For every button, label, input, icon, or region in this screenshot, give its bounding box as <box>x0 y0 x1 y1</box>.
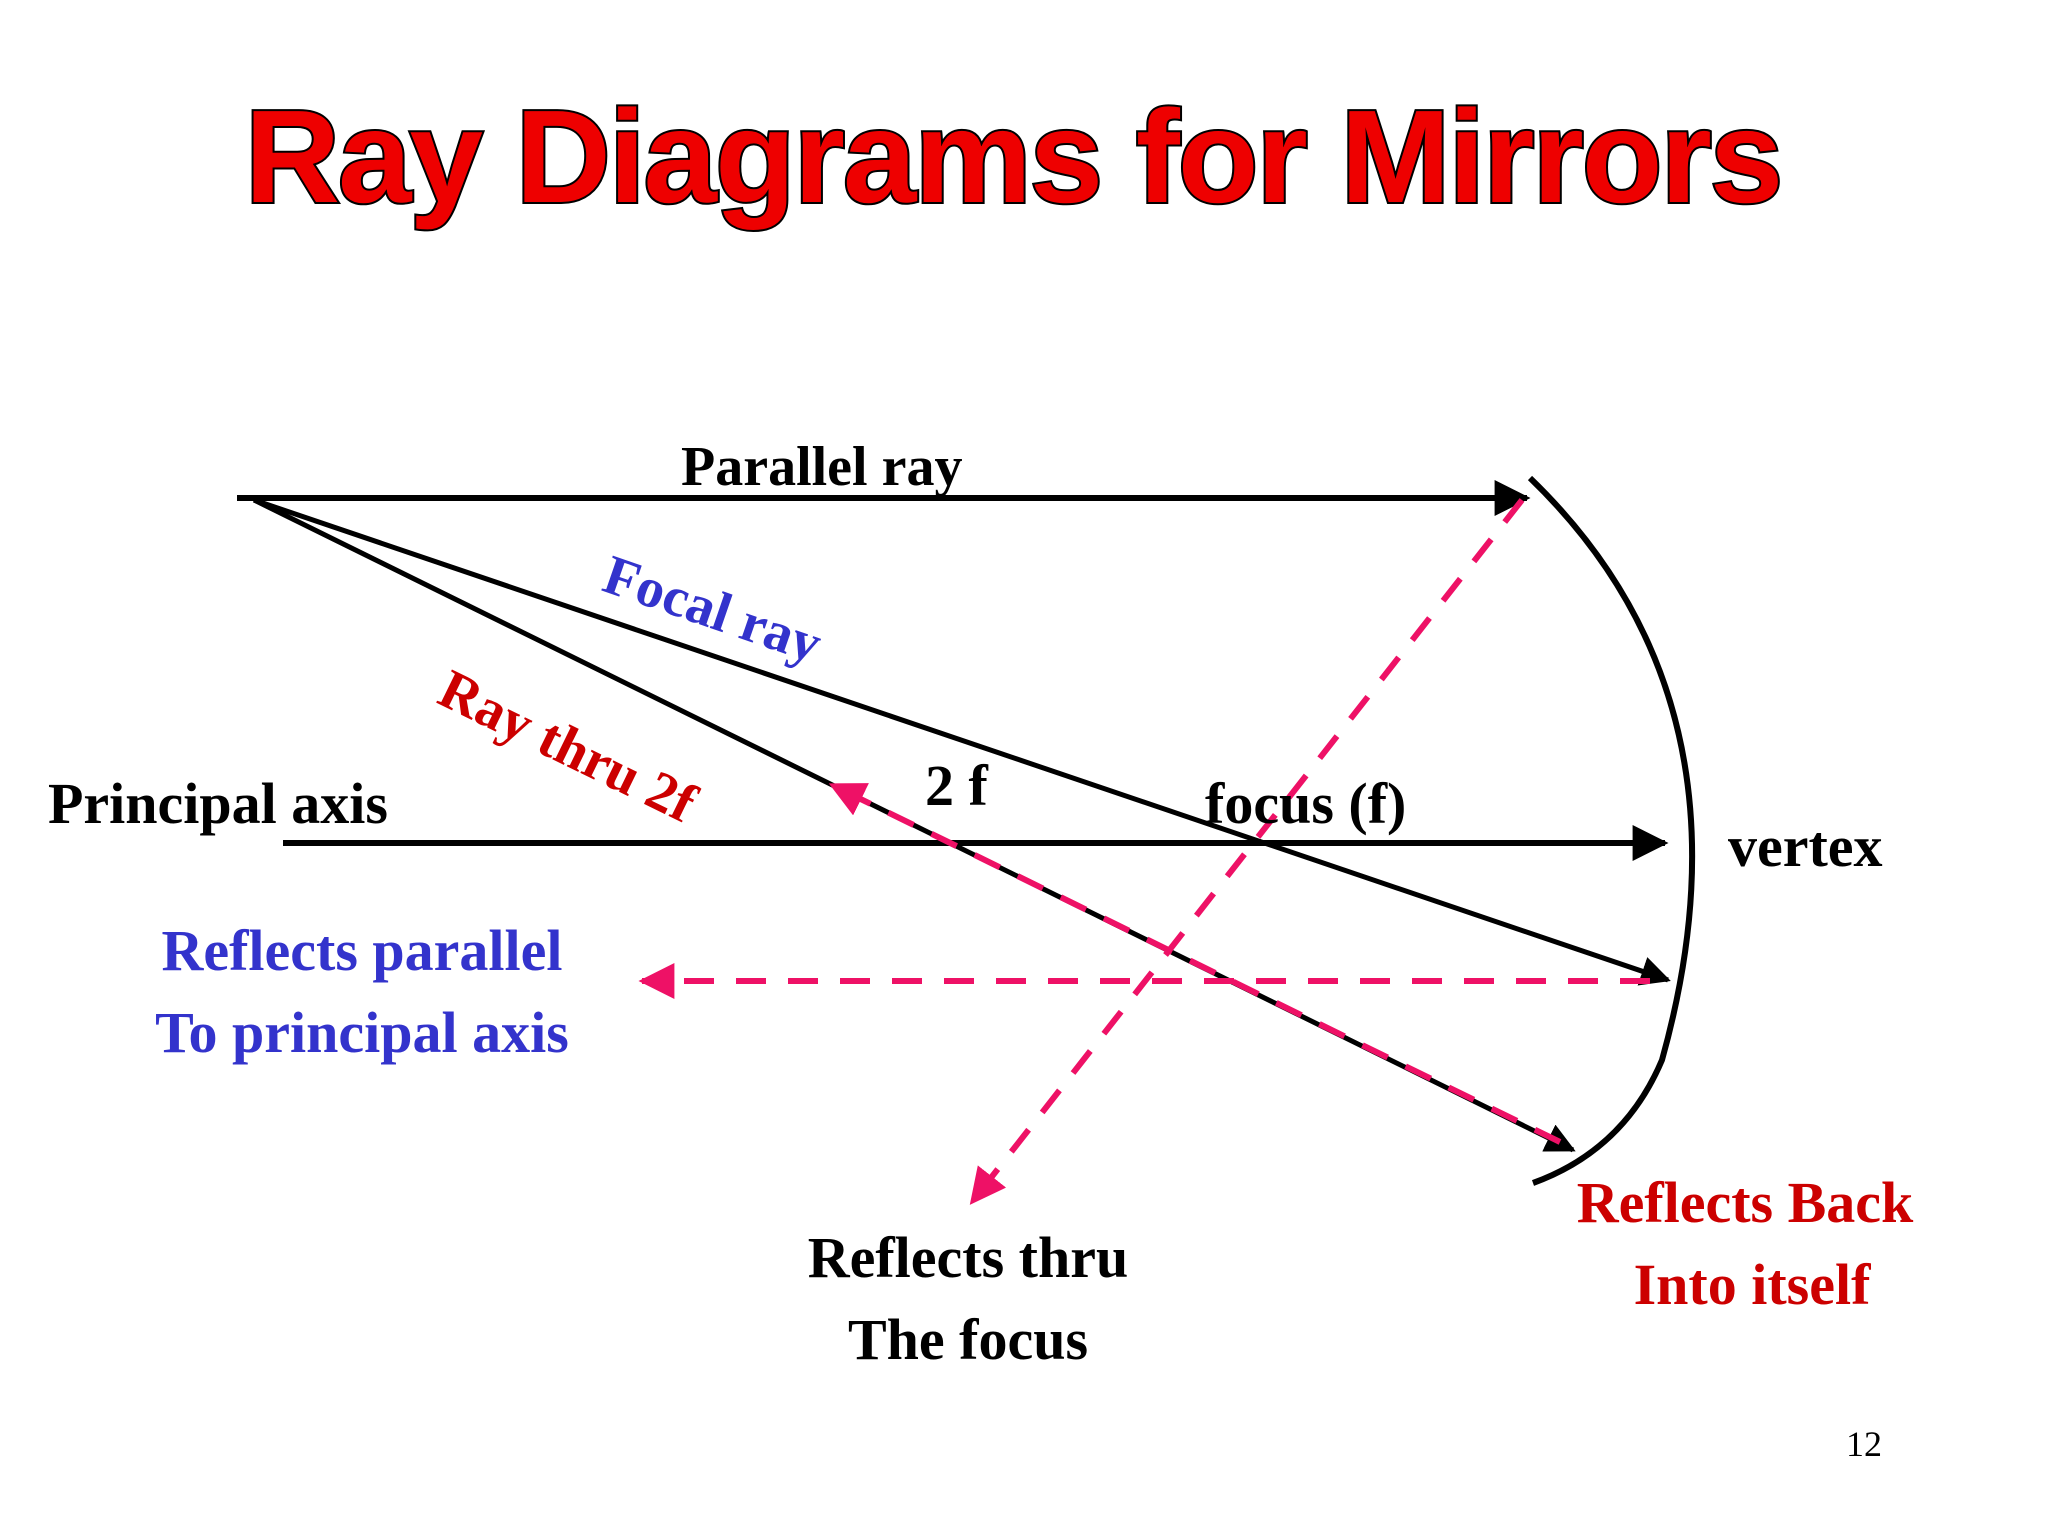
focal-ray-line <box>253 497 1671 986</box>
focus-label: focus (f) <box>1205 771 1406 836</box>
reflects-thru-focus-label-line1: Reflects thru <box>808 1225 1129 1290</box>
page-number: 12 <box>1846 1424 1882 1464</box>
reflects-parallel-label-line2: To principal axis <box>155 1000 569 1065</box>
reflects-parallel-label-line1: Reflects parallel <box>161 918 562 983</box>
principal-axis-label: Principal axis <box>48 771 388 836</box>
page-title: Ray Diagrams for Mirrors <box>245 83 1782 230</box>
reflects-thru-focus-label-line2: The focus <box>848 1307 1088 1372</box>
reflected-back-ray <box>828 782 1562 1145</box>
reflected-thru-focus-ray <box>969 498 1525 1205</box>
concave-mirror <box>1527 475 1696 1186</box>
vertex-label: vertex <box>1728 814 1883 879</box>
reflects-back-label-line1: Reflects Back <box>1577 1170 1914 1235</box>
reflects-back-label-line2: Into itself <box>1634 1252 1872 1317</box>
parallel-ray-label: Parallel ray <box>681 436 962 498</box>
two-f-label: 2 f <box>925 753 989 818</box>
ray-thru-2f-label: Ray thru 2f <box>429 658 706 836</box>
